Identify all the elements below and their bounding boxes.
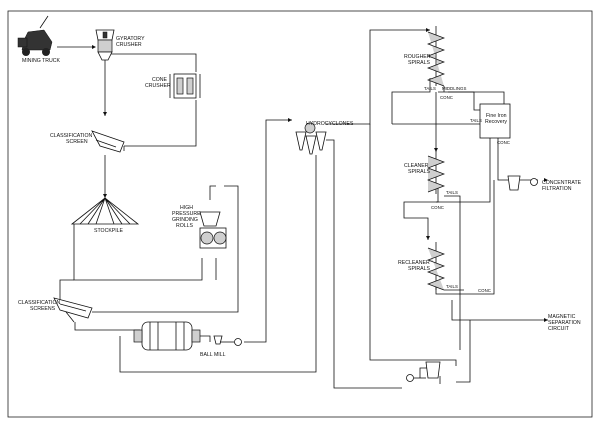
rougher-conc-label: CONC (440, 95, 453, 100)
mining-truck-label: MINING TRUCK (22, 58, 60, 64)
stockpile-label: STOCKPILE (94, 228, 124, 234)
cone-crusher-label-1: CONE (152, 77, 168, 83)
stockpile-icon (70, 197, 140, 225)
cleaner-spirals-icon (427, 150, 445, 194)
classification-screen-label-1: CLASSIFICATION (50, 133, 93, 139)
gyratory-crusher-icon (95, 29, 115, 61)
fine-iron-recovery-box (479, 103, 511, 139)
diagram-border (7, 10, 593, 418)
flow-arrows (92, 28, 548, 322)
hydrocyclones-label: HYDROCYCLONES (306, 121, 354, 127)
hpgr-icon (199, 211, 227, 249)
magnetic-separation-label-3: CIRCUIT (548, 326, 570, 332)
fine-iron-recovery-label-1: Fine Iron (486, 113, 507, 119)
mining-truck-icon (17, 15, 53, 56)
hpgr-label-4: ROLLS (176, 223, 194, 229)
rougher-spirals-icon (427, 26, 445, 87)
recovery-tails-label: TAILS (470, 118, 482, 123)
recleaner-conc-label: CONC (478, 288, 491, 293)
classification-screens-label-2: SCREENS (30, 306, 56, 312)
flow-lines-right (326, 29, 548, 384)
cleaner-spirals-label-1: CLEANER (404, 163, 429, 169)
hpgr-label-3: GRINDING (172, 217, 198, 223)
hydrocyclones-icon (295, 122, 327, 155)
magnetic-separation-label-2: SEPARATION (548, 320, 581, 326)
classification-screen-icon (91, 130, 125, 153)
flow-lines-left (57, 46, 402, 389)
gyratory-crusher-label-2: CRUSHER (116, 42, 142, 48)
rougher-middlings-label: MIDDLINGS (442, 86, 466, 91)
rougher-spirals-label-2: SPIRALS (408, 60, 430, 66)
cleaner-tails-label: TAILS (446, 190, 458, 195)
recleaner-spirals-label-1: RECLEANER (398, 260, 430, 266)
gyratory-crusher-label-1: GYRATORY (116, 36, 145, 42)
ball-mill-icon (133, 321, 201, 351)
classification-screen-label-2: SCREEN (66, 139, 88, 145)
cone-crusher-icon (169, 73, 201, 99)
recleaner-tails-label: TAILS (446, 284, 458, 289)
rougher-tails-label: TAILS (424, 86, 436, 91)
concentrate-filtration-label-1: CONCENTRATE (542, 180, 582, 186)
cleaner-spirals-label-2: SPIRALS (408, 169, 430, 175)
cone-crusher-label-2: CRUSHER (145, 83, 171, 89)
recovery-conc-label: CONC (497, 140, 510, 145)
cleaner-conc-label: CONC (431, 205, 444, 210)
ball-mill-label: BALL MILL (200, 352, 226, 358)
magnetic-separation-label-1: MAGNETIC (548, 314, 576, 320)
mill-discharge-pump-icon (213, 335, 242, 346)
hpgr-label-1: HIGH (180, 205, 193, 211)
classification-screens-label-1: CLASSIFICATION (18, 300, 61, 306)
concentrate-filtration-label-2: FILTRATION (542, 186, 572, 192)
fine-iron-recovery-label-2: Recovery (485, 119, 507, 125)
tailings-pump-icon (406, 361, 441, 382)
recleaner-spirals-icon (427, 242, 445, 291)
classification-screens-icon (53, 297, 93, 319)
recleaner-spirals-label-2: SPIRALS (408, 266, 430, 272)
rougher-spirals-label-1: ROUGHER (404, 54, 431, 60)
hpgr-label-2: PRESSURE (172, 211, 201, 217)
concentrate-pump-icon (507, 175, 538, 191)
